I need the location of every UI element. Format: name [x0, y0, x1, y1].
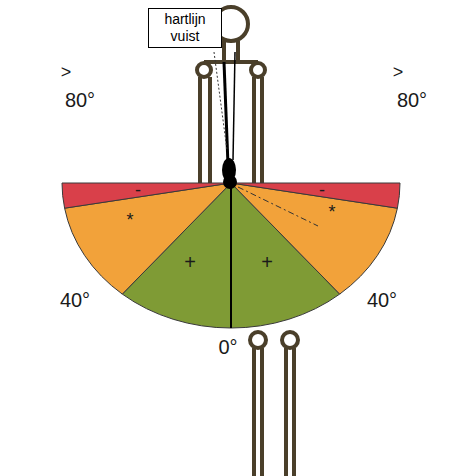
zone-symbol: - [135, 181, 141, 199]
direction-mark: > [61, 63, 72, 81]
angle-label: 40° [60, 290, 90, 310]
zone-symbol: * [328, 203, 335, 221]
zone-symbol: - [319, 181, 325, 199]
callout-text: hartlijn vuist [154, 11, 216, 45]
direction-mark: > [393, 63, 404, 81]
angle-label: 0° [218, 337, 237, 357]
zone-symbol: + [261, 252, 273, 272]
angle-label: 80° [65, 90, 95, 110]
zone-symbol: + [184, 252, 196, 272]
angle-label: 80° [397, 90, 427, 110]
angle-label: 40° [367, 290, 397, 310]
callout-box: hartlijn vuist [148, 8, 222, 48]
zone-symbol: * [126, 211, 133, 229]
